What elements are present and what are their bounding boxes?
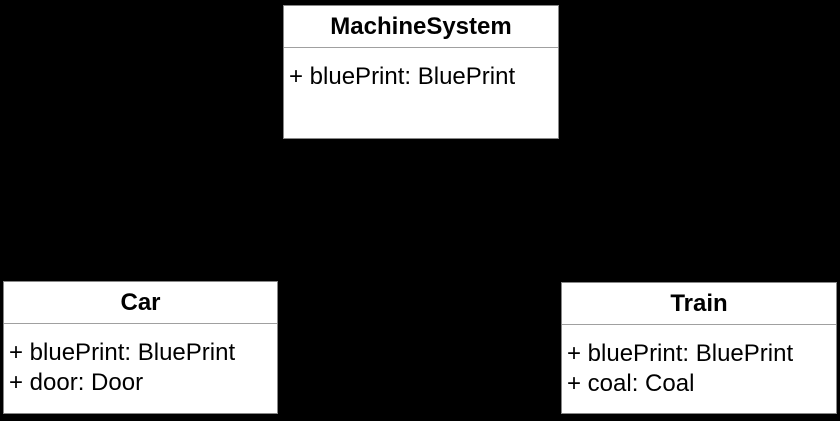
attribute-line: + door: Door (9, 369, 144, 396)
attribute-line: + bluePrint: BluePrint (567, 340, 794, 367)
class-box-machinesystem: MachineSystem + bluePrint: BluePrint (283, 5, 559, 139)
attribute-line: + coal: Coal (567, 370, 695, 397)
attribute-line: + bluePrint: BluePrint (289, 63, 516, 90)
class-name-train: Train (562, 283, 836, 325)
class-attributes-car: + bluePrint: BluePrint + door: Door (4, 324, 277, 413)
attribute-line: + bluePrint: BluePrint (9, 339, 236, 366)
class-box-train: Train + bluePrint: BluePrint + coal: Coa… (561, 282, 837, 414)
class-name-car: Car (4, 282, 277, 324)
class-name-machinesystem: MachineSystem (284, 6, 558, 48)
class-attributes-train: + bluePrint: BluePrint + coal: Coal (562, 325, 836, 413)
class-box-car: Car + bluePrint: BluePrint + door: Door (3, 281, 278, 414)
class-attributes-machinesystem: + bluePrint: BluePrint (284, 48, 558, 138)
